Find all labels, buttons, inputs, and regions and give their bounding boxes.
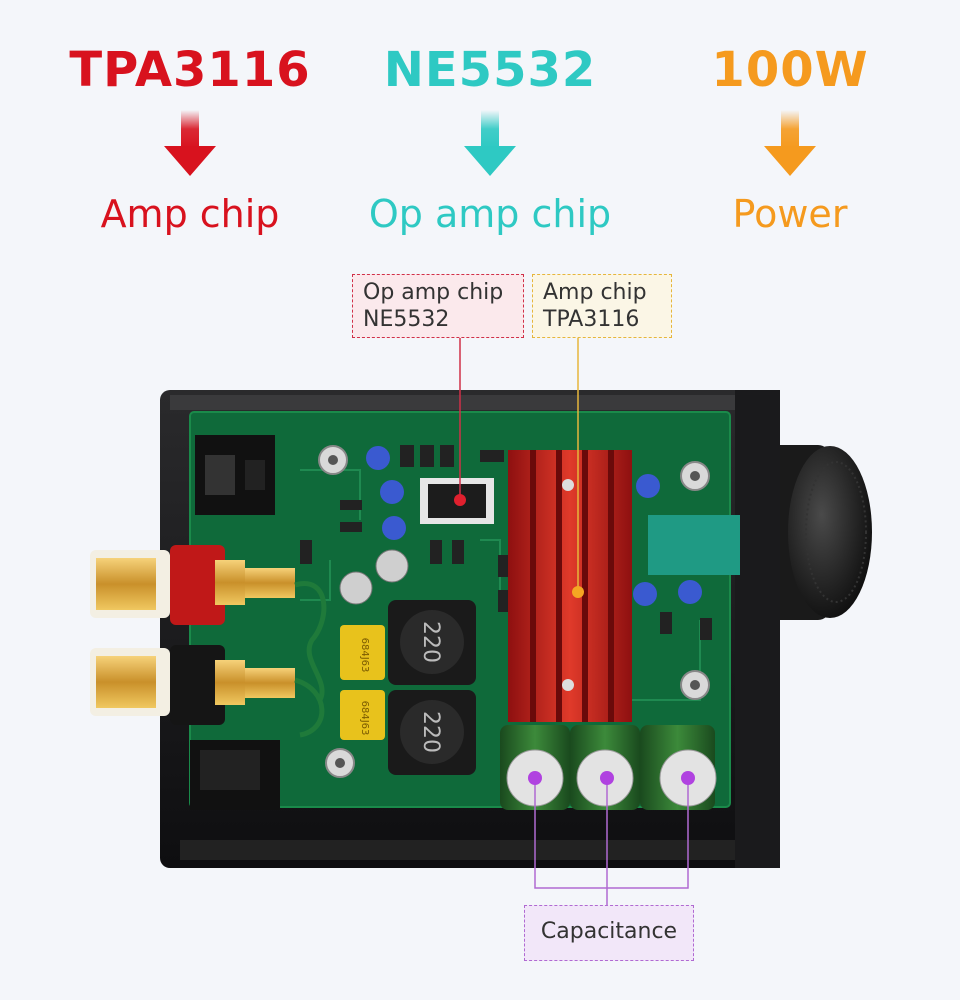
inductor-label: 220 bbox=[418, 621, 443, 663]
heatsink-tpa3116 bbox=[508, 450, 632, 722]
speaker-wires bbox=[294, 581, 327, 738]
potentiometer bbox=[648, 515, 740, 575]
dc-power-jack bbox=[190, 740, 280, 810]
capacitor-marker bbox=[681, 771, 695, 785]
callout-amp-line1: Amp chip bbox=[543, 280, 647, 305]
callout-op-amp-line2: NE5532 bbox=[363, 307, 450, 332]
cap-label: 684J63 bbox=[359, 638, 370, 673]
callout-amp-line2: TPA3116 bbox=[543, 307, 640, 332]
film-capacitors: 684J63 684J63 bbox=[340, 625, 385, 740]
inductors: 220 220 bbox=[388, 600, 476, 775]
capacitor-marker bbox=[600, 771, 614, 785]
feature-amp-chip: TPA3116 Amp chip bbox=[30, 40, 350, 238]
callout-amp-chip: Amp chip TPA3116 bbox=[532, 274, 672, 338]
feature-label-power: Power bbox=[732, 192, 848, 236]
feature-power: 100W Power bbox=[630, 40, 950, 238]
smd-components bbox=[300, 445, 712, 640]
feature-op-amp-chip: NE5532 Op amp chip bbox=[330, 40, 650, 238]
feature-label-op-amp-chip: Op amp chip bbox=[368, 192, 612, 236]
speaker-terminal-black bbox=[90, 645, 295, 725]
small-capacitors bbox=[339, 446, 702, 606]
inductor-label: 220 bbox=[418, 711, 443, 753]
feature-label-amp-chip: Amp chip bbox=[100, 192, 280, 236]
callout-capacitance: Capacitance bbox=[524, 905, 694, 961]
audio-input-jack bbox=[195, 435, 275, 515]
feature-value-ne5532: NE5532 bbox=[383, 42, 597, 98]
amp-marker bbox=[572, 586, 584, 598]
feature-value-100w: 100W bbox=[711, 42, 869, 98]
op-amp-marker bbox=[454, 494, 466, 506]
feature-value-tpa3116: TPA3116 bbox=[69, 42, 311, 98]
callout-lines bbox=[454, 338, 695, 905]
capacitor-marker bbox=[528, 771, 542, 785]
electrolytic-capacitors bbox=[500, 725, 717, 810]
down-arrow-icon bbox=[164, 110, 216, 176]
callout-op-amp-line1: Op amp chip bbox=[363, 280, 504, 305]
callout-op-amp-chip: Op amp chip NE5532 bbox=[352, 274, 524, 338]
down-arrow-icon bbox=[764, 110, 816, 176]
callout-capacitance-label: Capacitance bbox=[540, 919, 678, 944]
cap-label: 684J63 bbox=[359, 701, 370, 736]
speaker-terminal-red bbox=[90, 545, 295, 625]
down-arrow-icon bbox=[464, 110, 516, 176]
